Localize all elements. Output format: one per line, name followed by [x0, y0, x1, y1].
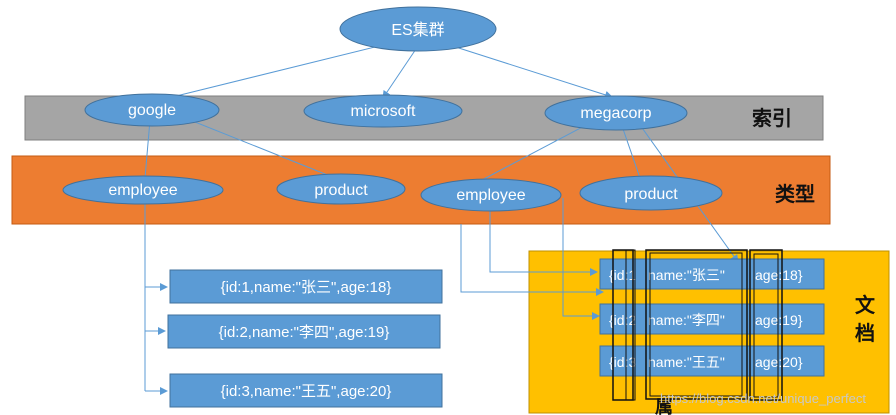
index-node-google-label: google: [128, 102, 176, 119]
document-area-label-bottom: 档: [855, 321, 875, 345]
right-document-1-name: name:"张三": [648, 267, 725, 283]
index-band-label: 索引: [752, 106, 792, 130]
left-document-2-text: {id:2,name:"李四",age:19}: [219, 324, 390, 341]
document-area-label-top: 文: [855, 293, 876, 317]
right-document-3-age: age:20}: [755, 354, 803, 370]
right-document-3-id: {id:3: [609, 354, 636, 370]
type-node-google-product: [276, 173, 406, 205]
watermark: https://blog.csdn.net/unique_perfect: [660, 391, 866, 406]
type-node-google-product-label: product: [314, 182, 368, 199]
index-node-microsoft-label: microsoft: [351, 103, 416, 120]
right-document-1-id: {id:1: [609, 267, 636, 283]
left-document-3-text: {id:3,name:"王五",age:20}: [221, 383, 392, 400]
right-document-3: [599, 345, 825, 377]
left-document-2: [167, 314, 441, 349]
field-label: 属: [655, 397, 673, 415]
field-frame-id: [612, 249, 634, 401]
field-frame-age: [749, 249, 783, 401]
right-document-2-name: name:"李四": [648, 312, 725, 328]
connector-right-employee-doc-1: [489, 205, 598, 276]
type-band-label: 类型: [775, 182, 815, 206]
right-document-2-id: {id:2: [609, 312, 636, 328]
cluster-node: [339, 6, 497, 52]
field-frame-id-inner: [625, 249, 636, 401]
type-node-megacorp-employee: [420, 178, 562, 212]
index-node-microsoft: [303, 94, 463, 128]
right-document-2-age: age:19}: [755, 312, 803, 328]
field-frame-name: [645, 249, 748, 400]
connector-cluster-google: [159, 41, 396, 103]
right-document-1-age: age:18}: [755, 267, 803, 283]
connector-right-employee-doc-3: [562, 198, 600, 320]
index-node-megacorp-label: megacorp: [580, 105, 651, 122]
type-node-google-employee: [62, 175, 224, 205]
right-document-3-name: name:"王五": [648, 354, 725, 370]
connector-megacorp-product: [621, 125, 641, 179]
left-document-3: [169, 373, 443, 408]
type-node-megacorp-product: [579, 175, 723, 211]
connector-google-employee: [144, 119, 151, 179]
cluster-node-label: ES集群: [391, 21, 444, 39]
left-document-1-text: {id:1,name:"张三",age:18}: [221, 279, 392, 296]
connector-megacorp-employee: [479, 122, 591, 182]
right-document-1: [599, 258, 825, 290]
left-document-1: [169, 269, 443, 304]
right-document-2: [599, 303, 825, 335]
type-node-megacorp-employee-label: employee: [456, 187, 525, 204]
connector-cluster-microsoft: [382, 45, 419, 99]
connector-cluster-megacorp: [439, 41, 613, 99]
field-frame-name-inner: [649, 252, 743, 397]
connector-google-product: [184, 117, 331, 177]
type-node-megacorp-product-label: product: [624, 186, 678, 203]
index-node-megacorp: [544, 95, 688, 131]
field-frame-age-inner: [753, 253, 779, 398]
index-node-google: [84, 93, 220, 127]
type-node-google-employee-label: employee: [108, 182, 177, 199]
connector-right-employee-doc-2: [460, 224, 604, 296]
